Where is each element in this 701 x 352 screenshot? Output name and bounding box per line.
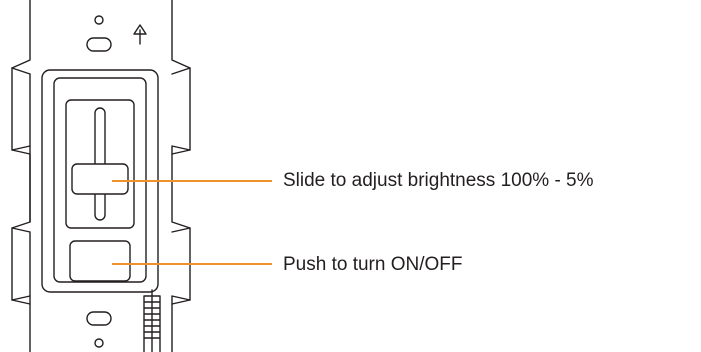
up-arrow-icon	[133, 24, 147, 45]
bottom-hole	[94, 338, 104, 348]
push-button[interactable]	[69, 240, 131, 282]
strap-tabs-left	[11, 67, 31, 305]
slider-knob[interactable]	[71, 163, 129, 195]
strap-tabs-right	[171, 67, 191, 305]
slider-callout-label: Slide to adjust brightness 100% - 5%	[283, 170, 594, 191]
bottom-screw-slot	[86, 311, 112, 326]
top-hole	[94, 15, 104, 25]
slider-frame	[65, 99, 135, 229]
wire-terminals	[143, 289, 161, 352]
push-button-callout-label: Push to turn ON/OFF	[283, 254, 463, 275]
top-screw-slot	[86, 37, 112, 52]
